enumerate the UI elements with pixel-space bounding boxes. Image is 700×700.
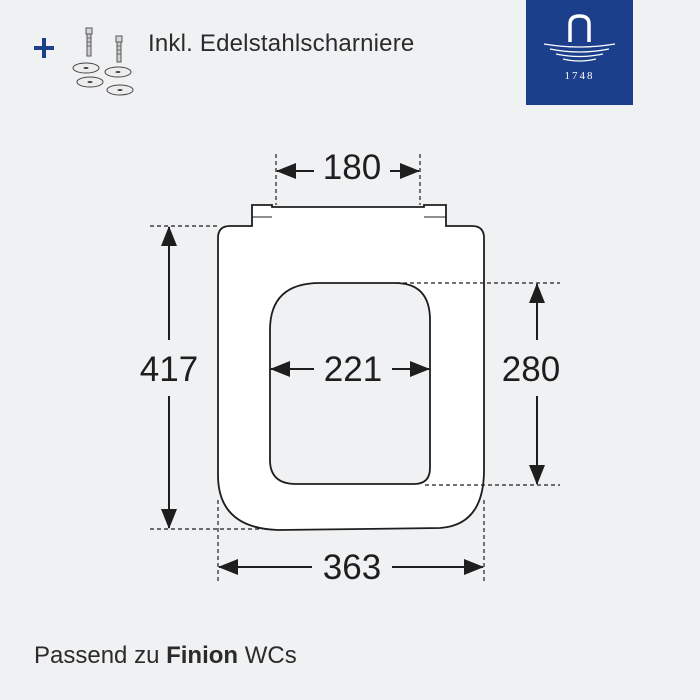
header: Inkl. Edelstahlscharniere 1748 <box>0 0 700 110</box>
brand-year: 1748 <box>564 70 595 82</box>
hinge-parts-icon <box>72 27 134 96</box>
footer-text: Passend zu Finion WCs <box>34 642 297 670</box>
dim-label-inner-length: 280 <box>502 350 560 389</box>
dim-label-hinge-distance: 180 <box>323 148 381 187</box>
footer-product-name: Finion <box>166 642 239 669</box>
dim-label-overall-length: 417 <box>140 350 198 389</box>
fountain-logo-icon <box>543 14 616 62</box>
dim-label-overall-width: 363 <box>323 548 381 587</box>
plus-icon <box>34 38 54 58</box>
seat-inner-opening <box>269 282 431 485</box>
footer-suffix: WCs <box>238 642 297 669</box>
header-text: Inkl. Edelstahlscharniere <box>148 30 415 57</box>
footer-prefix: Passend zu <box>34 642 167 669</box>
brand-logo: 1748 <box>526 0 633 105</box>
dim-label-inner-width: 221 <box>324 350 382 389</box>
